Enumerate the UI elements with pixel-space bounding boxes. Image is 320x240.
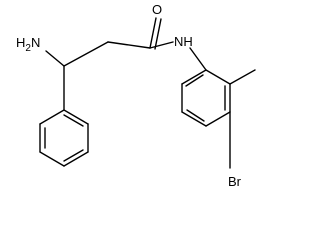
bond-chiral-carbon-to-methylene (63, 41, 109, 67)
bond-carbonyl-to-nh (149, 41, 174, 49)
chemical-structure: H2N O NH Br (16, 2, 256, 189)
bromine-label: Br (228, 174, 242, 189)
bond-nh-to-aryl-ring (189, 47, 207, 71)
bond-methyl (229, 69, 256, 85)
phenyl-ring (39, 109, 89, 167)
carbonyl-oxygen-label: O (152, 2, 162, 17)
bond-amine-to-chiral-carbon (45, 50, 65, 67)
bromo-methylphenyl-ring (181, 69, 231, 127)
amide-nh-label: NH (174, 34, 193, 49)
bond-methylene-to-carbonyl (107, 41, 151, 49)
bond-carbonyl-double-b (154, 18, 162, 50)
amino-group-label: H2N (16, 35, 40, 54)
bond-carbonyl-double-a (149, 17, 157, 49)
